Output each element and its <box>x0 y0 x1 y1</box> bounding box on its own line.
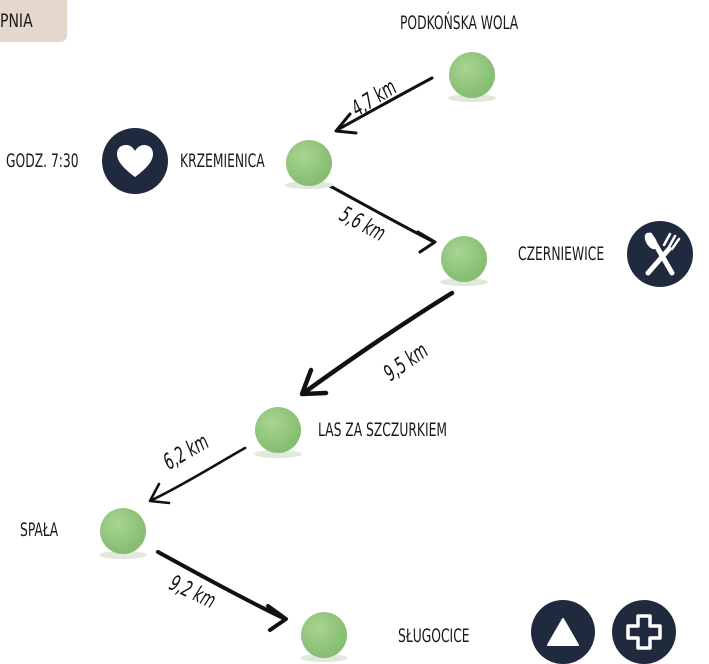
heart-icon <box>117 145 153 177</box>
stop-label-czerniewice: CZERNIEWICE <box>518 243 605 265</box>
arrow-segment-1 <box>335 76 434 132</box>
first-aid-badge <box>612 600 676 664</box>
arrow-segment-5 <box>156 550 285 620</box>
stop-node-spala[interactable] <box>100 508 146 554</box>
stop-label-spala: SPAŁA <box>20 519 59 541</box>
warning-badge <box>531 600 595 664</box>
restaurant-badge <box>627 221 693 287</box>
heart-badge <box>102 128 168 194</box>
stop-label-podkonska-wola: PODKOŃSKA WOLA <box>400 12 519 34</box>
stop-label-krzemienica: KRZEMIENICA <box>180 150 265 172</box>
departure-time: GODZ. 7:30 <box>6 150 79 172</box>
stop-node-krzemienica[interactable] <box>286 140 332 186</box>
triangle-icon <box>547 618 579 646</box>
arrow-segment-3 <box>302 290 455 395</box>
section-tab: PNIA <box>0 0 68 42</box>
stop-node-las-za-szczurkiem[interactable] <box>255 407 301 453</box>
stop-node-czerniewice[interactable] <box>441 236 487 282</box>
stop-node-slugocice[interactable] <box>301 612 347 658</box>
stop-node-podkonska-wola[interactable] <box>449 52 495 98</box>
stop-label-slugocice: SŁUGOCICE <box>398 625 470 647</box>
arrow-segment-4 <box>150 446 247 502</box>
section-tab-label: PNIA <box>0 10 33 32</box>
first-aid-cross-icon <box>626 614 662 650</box>
cutlery-icon <box>644 232 681 276</box>
stop-label-las-za-szczurkiem: LAS ZA SZCZURKIEM <box>318 419 447 441</box>
